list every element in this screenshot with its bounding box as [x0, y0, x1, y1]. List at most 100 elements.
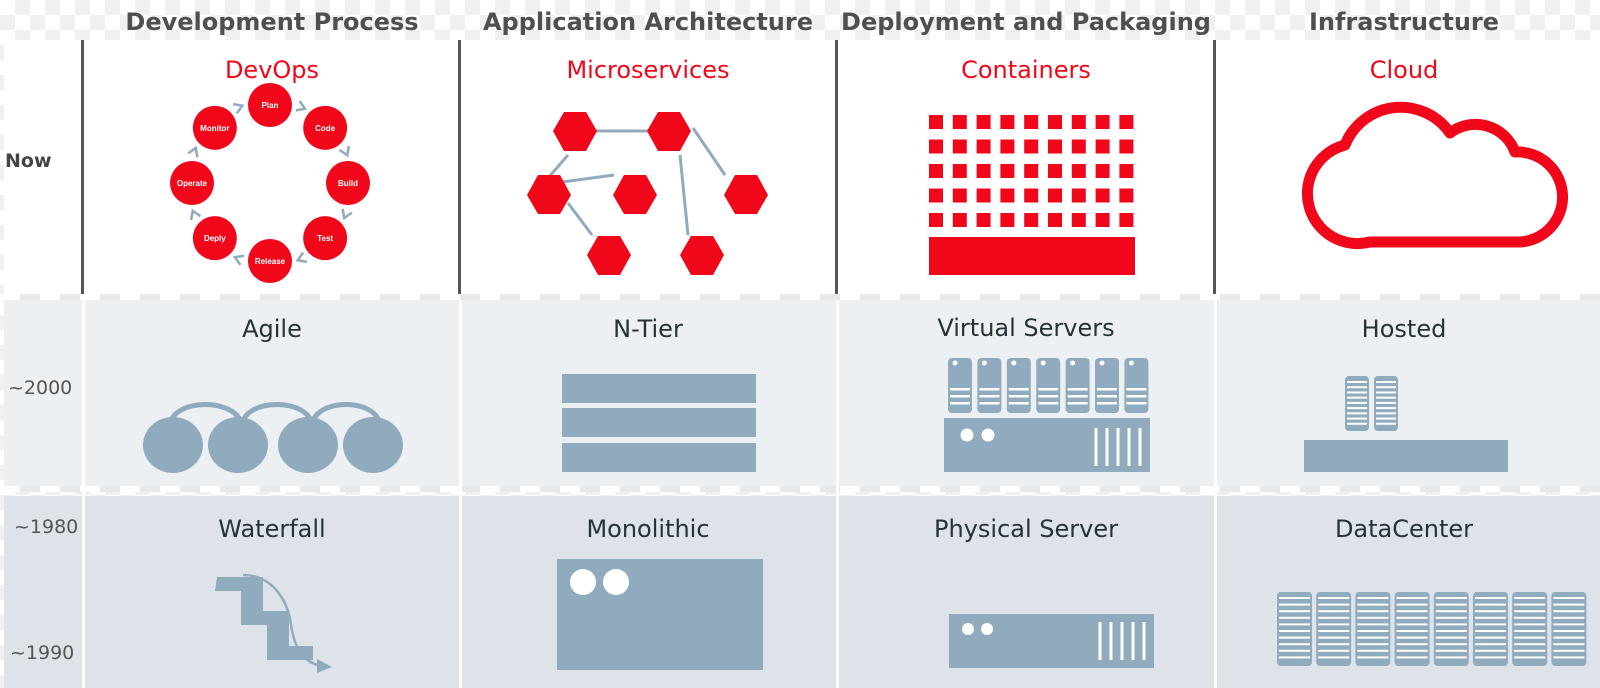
step-circle [303, 105, 348, 150]
container-block [1048, 188, 1062, 203]
container-block [929, 213, 943, 227]
container-block [1095, 115, 1110, 129]
server-rack-icon [1473, 592, 1508, 666]
server-rack-icon [1374, 376, 1398, 431]
containers-title: Containers [961, 56, 1091, 84]
step-label: Test [317, 234, 333, 243]
container-block [1095, 188, 1110, 203]
virtual-servers-title: Virtual Servers [937, 314, 1115, 342]
column-separator [1214, 300, 1217, 688]
server-rack-icon [1277, 592, 1312, 666]
container-block [976, 188, 991, 203]
hosted-icon [1304, 376, 1508, 472]
container-block [1095, 164, 1110, 178]
container-block [976, 115, 991, 129]
container-block [1000, 188, 1015, 203]
containers-icon [929, 115, 1135, 275]
monolithic-icon [557, 559, 763, 670]
container-block [1024, 213, 1039, 227]
column-separator [82, 300, 85, 688]
era-1990-label: ~1990 [10, 642, 75, 664]
physical-server-title: Physical Server [934, 515, 1118, 543]
devops-step-release: Release [248, 239, 292, 283]
container-block [1119, 115, 1134, 129]
cycle-arrow-icon [341, 208, 353, 221]
devops-step-plan: Plan [248, 83, 292, 127]
devops-step-monitor: Monitor [192, 105, 237, 150]
cycle-arrow-icon [232, 102, 245, 115]
container-block [1119, 188, 1134, 203]
step-circle [326, 161, 370, 205]
container-block [1000, 115, 1015, 129]
microservices-title: Microservices [566, 56, 730, 84]
header-infrastructure: Infrastructure [1308, 8, 1500, 36]
column-separator [1213, 40, 1216, 294]
step-circle [192, 216, 237, 261]
container-block [1048, 164, 1062, 178]
container-block [976, 213, 991, 227]
row-divider [0, 294, 1600, 300]
step-label: Monitor [200, 124, 229, 133]
devops-step-build: Build [326, 161, 370, 205]
header-development-process: Development Process [125, 8, 419, 36]
microservice-hexagons [527, 112, 768, 275]
server-rack-icon [1551, 592, 1587, 666]
cycle-arrow-icon [295, 251, 308, 264]
step-label: Code [315, 124, 336, 133]
container-block [976, 139, 991, 154]
step-label: Deply [204, 234, 226, 243]
step-label: Plan [262, 101, 279, 110]
era-now-label: Now [5, 150, 52, 172]
step-label: Operate [177, 179, 208, 188]
virtual-server-unit [948, 358, 972, 413]
hexagon-icon [680, 236, 724, 275]
era-1980-label: ~1980 [14, 516, 79, 538]
n-tier-title: N-Tier [613, 315, 683, 343]
container-block [1071, 213, 1086, 227]
container-block [1024, 188, 1039, 203]
step-circle [248, 239, 292, 283]
tier-layer [562, 443, 756, 472]
container-block [929, 139, 943, 154]
container-block [1119, 213, 1134, 227]
n-tier-icon [562, 374, 756, 472]
container-block [976, 164, 991, 178]
container-block [1000, 164, 1015, 178]
tier-layer [562, 374, 756, 403]
cycle-arrow-icon [187, 145, 199, 158]
cycle-arrow-icon [338, 145, 351, 158]
step-circle [248, 83, 292, 127]
server-rack-icon [1394, 592, 1430, 666]
devops-step-test: Test [303, 216, 348, 261]
server-rack-icon [1355, 592, 1391, 666]
agile-iterations-icon [143, 402, 403, 473]
container-block [952, 213, 967, 227]
microservices-icon [527, 112, 768, 275]
container-block [1048, 139, 1062, 154]
step-circle [170, 161, 214, 205]
container-block [1095, 213, 1110, 227]
container-block [1071, 115, 1086, 129]
cloud-icon [1301, 101, 1568, 250]
hosting-platform [1304, 440, 1508, 472]
server-rack-icon [1512, 592, 1548, 666]
column-separator [459, 300, 462, 688]
container-block [1024, 139, 1039, 154]
virtual-server-unit [1036, 358, 1061, 413]
cycle-arrow-icon [189, 208, 202, 221]
step-circle [303, 216, 348, 261]
hexagon-icon [587, 236, 631, 275]
hexagon-icon [647, 112, 691, 151]
container-host [929, 237, 1135, 275]
container-block [1071, 188, 1086, 203]
agile-title: Agile [242, 315, 302, 343]
container-block [952, 188, 967, 203]
cycle-arrow-icon [295, 100, 308, 112]
virtual-server-unit [1095, 358, 1119, 413]
container-block [1048, 213, 1062, 227]
container-block [952, 115, 967, 129]
datacenter-icon [1277, 592, 1587, 666]
container-block [929, 188, 943, 203]
cycle-arrow-icon [232, 254, 245, 266]
waterfall-title: Waterfall [218, 515, 326, 543]
